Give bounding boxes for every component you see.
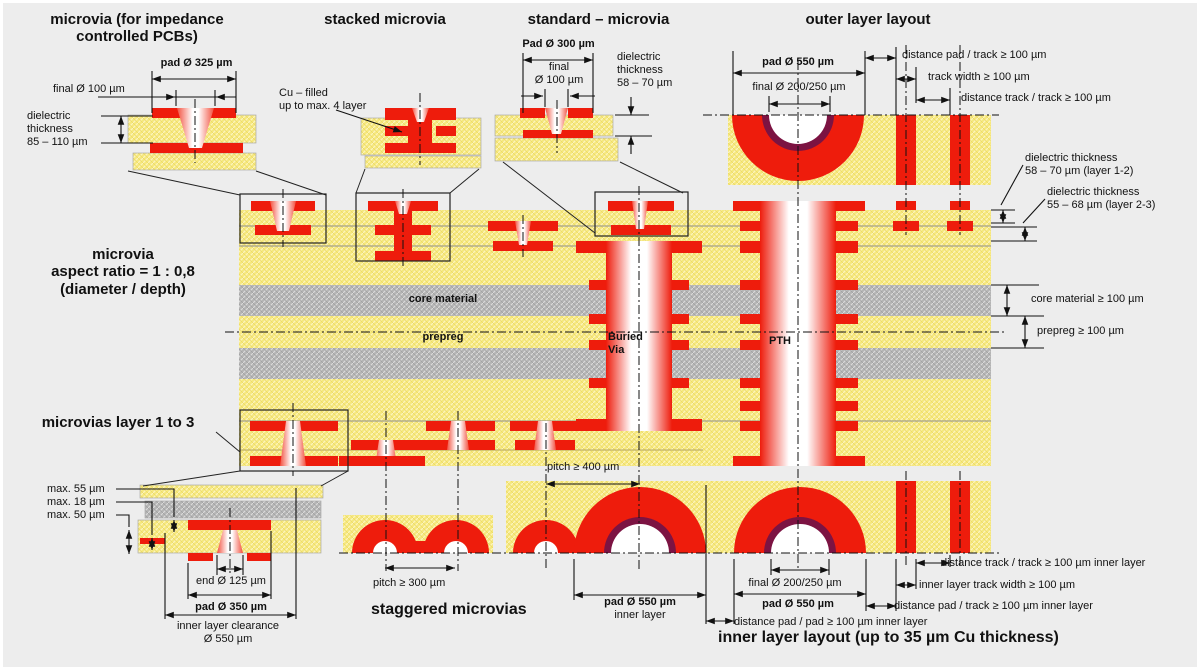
dim-pad-300: Pad Ø 300 µm bbox=[522, 38, 595, 50]
dim-clearance-550: inner layer clearance Ø 550 µm bbox=[176, 620, 280, 645]
dim-final-100-std: final Ø 100 µm bbox=[534, 61, 584, 86]
dim-prepreg-100: prepreg ≥ 100 µm bbox=[1037, 325, 1124, 337]
title-standard-microvia: standard – microvia bbox=[527, 11, 670, 28]
title-inner-layer-layout: inner layer layout (up to 35 µm Cu thick… bbox=[718, 629, 1059, 646]
dimension-lines bbox=[98, 47, 1046, 625]
dim-dielectric-layer23: dielectric thickness 55 – 68 µm (layer 2… bbox=[1047, 186, 1156, 211]
title-microvias-1to3: microvias layer 1 to 3 bbox=[41, 414, 195, 431]
dim-dielectric-layer12: dielectric thickness 58 – 70 µm (layer 1… bbox=[1025, 152, 1134, 177]
detail-standard-microvia bbox=[494, 108, 619, 162]
bottom-microvias bbox=[250, 421, 580, 466]
note-cu-filled: Cu – filled up to max. 4 layer bbox=[279, 87, 367, 112]
dim-dielectric-58-70: dielectric thickness 58 – 70 µm bbox=[617, 51, 673, 89]
dim-inner-track-width: inner layer track width ≥ 100 µm bbox=[919, 579, 1076, 591]
dim-pad-325: pad Ø 325 µm bbox=[160, 57, 233, 69]
dim-max-18: max. 18 µm bbox=[47, 496, 105, 508]
inner-layer-view bbox=[343, 481, 991, 553]
callout-connectors bbox=[127, 161, 684, 487]
dim-dielectric-85-110: dielectric thickness 85 – 110 µm bbox=[27, 110, 88, 148]
dim-pad-550-outer: pad Ø 550 µm bbox=[762, 56, 834, 68]
detail-stacked-microvia bbox=[360, 108, 482, 169]
label-pth: PTH bbox=[769, 335, 791, 347]
dim-pad-550-inner: pad Ø 550 µm bbox=[604, 596, 676, 608]
dim-pitch-400: pitch ≥ 400 µm bbox=[547, 461, 620, 473]
dim-track-width: track width ≥ 100 µm bbox=[928, 71, 1030, 83]
dim-max-50: max. 50 µm bbox=[47, 509, 105, 521]
top-microvia-4 bbox=[608, 201, 674, 235]
outer-layer-view bbox=[728, 115, 991, 185]
title-impedance-microvia: microvia (for impedance controlled PCBs) bbox=[50, 11, 224, 46]
label-prepreg: prepreg bbox=[422, 331, 464, 343]
dim-pitch-300: pitch ≥ 300 µm bbox=[373, 577, 446, 589]
dim-distance-pad-track: distance pad / track ≥ 100 µm bbox=[902, 49, 1047, 61]
dim-core-100: core material ≥ 100 µm bbox=[1031, 293, 1144, 305]
dim-pad-550-inner2: pad Ø 550 µm bbox=[762, 598, 834, 610]
dim-distance-tt-inner: distance track / track ≥ 100 µm inner la… bbox=[941, 557, 1146, 569]
label-core-material: core material bbox=[408, 293, 478, 305]
dim-final-100: final Ø 100 µm bbox=[53, 83, 125, 95]
title-stacked-microvia: stacked microvia bbox=[324, 11, 446, 28]
label-buried-via: Buried Via bbox=[608, 331, 643, 356]
dim-final-200-250: final Ø 200/250 µm bbox=[752, 81, 846, 93]
dim-end-125: end Ø 125 µm bbox=[196, 575, 266, 587]
dim-distance-pt-inner: distance pad / track ≥ 100 µm inner laye… bbox=[894, 600, 1093, 612]
dim-distance-pp-inner: distance pad / pad ≥ 100 µm inner layer bbox=[734, 616, 928, 628]
dim-distance-track-track: distance track / track ≥ 100 µm bbox=[961, 92, 1111, 104]
dim-max-55: max. 55 µm bbox=[47, 483, 105, 495]
title-staggered: staggered microvias bbox=[371, 601, 527, 618]
dim-final-200-250-inner: final Ø 200/250 µm bbox=[748, 577, 842, 589]
detail-impedance-microvia bbox=[127, 108, 257, 171]
title-outer-layer: outer layer layout bbox=[805, 11, 931, 28]
diagram-graphics bbox=[98, 45, 1046, 625]
title-aspect-ratio: microvia aspect ratio = 1 : 0,8 (diamete… bbox=[51, 246, 195, 298]
dim-pad-350: pad Ø 350 µm bbox=[195, 601, 267, 613]
label-inner-layer-sub: inner layer bbox=[614, 609, 666, 621]
